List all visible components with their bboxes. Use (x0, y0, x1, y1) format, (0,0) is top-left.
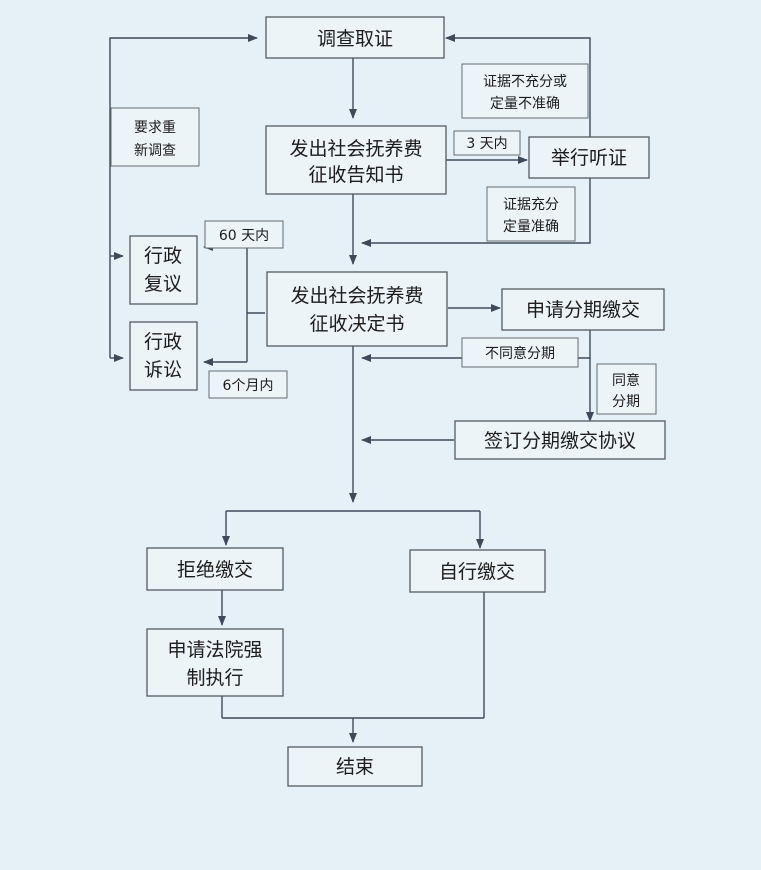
label-sufficient-line2: 定量准确 (503, 219, 559, 235)
node-end: 结束 (287, 746, 423, 787)
label-agree-line1: 同意 (612, 372, 640, 389)
node-apply-installment-text: 申请分期缴交 (526, 299, 640, 321)
arrow-hearing-to-decision (361, 178, 591, 247)
node-hearing-text: 举行听证 (551, 147, 627, 169)
node-apply-installment: 申请分期缴交 (501, 288, 665, 331)
node-admin-review-line1: 行政 (144, 245, 182, 267)
node-sign-installment-text: 签订分期缴交协议 (484, 430, 636, 452)
node-admin-lawsuit-line1: 行政 (144, 331, 182, 353)
label-sufficient-line1: 证据充分 (503, 197, 559, 213)
label-six-months-text: 6个月内 (223, 378, 274, 394)
label-sufficient: 证据充分 定量准确 (486, 186, 576, 242)
label-sixty-days: 60 天内 (204, 220, 284, 249)
node-admin-review-line2: 复议 (144, 273, 182, 295)
node-investigate-text: 调查取证 (317, 28, 393, 50)
node-hearing: 举行听证 (528, 136, 650, 179)
connectors (109, 34, 594, 743)
label-three-days-text: 3 天内 (466, 136, 507, 152)
label-reinvestigate: 要求重 新调查 (110, 107, 200, 167)
node-notice-line1: 发出社会抚养费 (289, 138, 422, 160)
label-insufficient: 证据不充分或 定量不准确 (461, 63, 589, 119)
label-agree: 同意 分期 (596, 363, 657, 415)
arrow-hearing-to-investigate (445, 34, 591, 137)
node-decision-line2: 征收决定书 (309, 313, 404, 335)
node-court-line1: 申请法院强 (167, 639, 262, 661)
node-refuse-pay: 拒绝缴交 (146, 547, 284, 591)
node-admin-review: 行政 复议 (129, 235, 198, 305)
label-reinvestigate-line2: 新调查 (134, 143, 176, 159)
node-self-pay-text: 自行缴交 (439, 561, 515, 583)
label-three-days: 3 天内 (453, 130, 521, 156)
label-insufficient-line1: 证据不充分或 (483, 74, 567, 90)
label-disagree-text: 不同意分期 (485, 345, 555, 362)
label-sixty-days-text: 60 天内 (219, 228, 269, 244)
node-end-text: 结束 (336, 756, 374, 778)
node-refuse-pay-text: 拒绝缴交 (177, 559, 253, 581)
label-disagree: 不同意分期 (461, 337, 579, 368)
node-court-line2: 制执行 (186, 667, 243, 689)
node-admin-lawsuit: 行政 诉讼 (129, 321, 198, 391)
label-agree-line2: 分期 (612, 394, 640, 410)
arrow-reinvestigate (109, 34, 258, 358)
node-self-pay: 自行缴交 (409, 549, 546, 593)
arrow-decision-to-review (203, 243, 248, 362)
label-six-months: 6个月内 (208, 370, 288, 399)
node-court: 申请法院强 制执行 (146, 628, 284, 697)
node-admin-lawsuit-line2: 诉讼 (144, 359, 182, 381)
node-notice: 发出社会抚养费 征收告知书 (265, 125, 447, 195)
node-notice-line2: 征收告知书 (308, 164, 403, 186)
label-reinvestigate-line1: 要求重 (134, 120, 176, 136)
label-insufficient-line2: 定量不准确 (490, 96, 560, 112)
node-decision-line1: 发出社会抚养费 (290, 285, 423, 307)
node-decision: 发出社会抚养费 征收决定书 (266, 271, 448, 347)
node-investigate: 调查取证 (265, 16, 445, 59)
node-sign-installment: 签订分期缴交协议 (454, 420, 666, 460)
